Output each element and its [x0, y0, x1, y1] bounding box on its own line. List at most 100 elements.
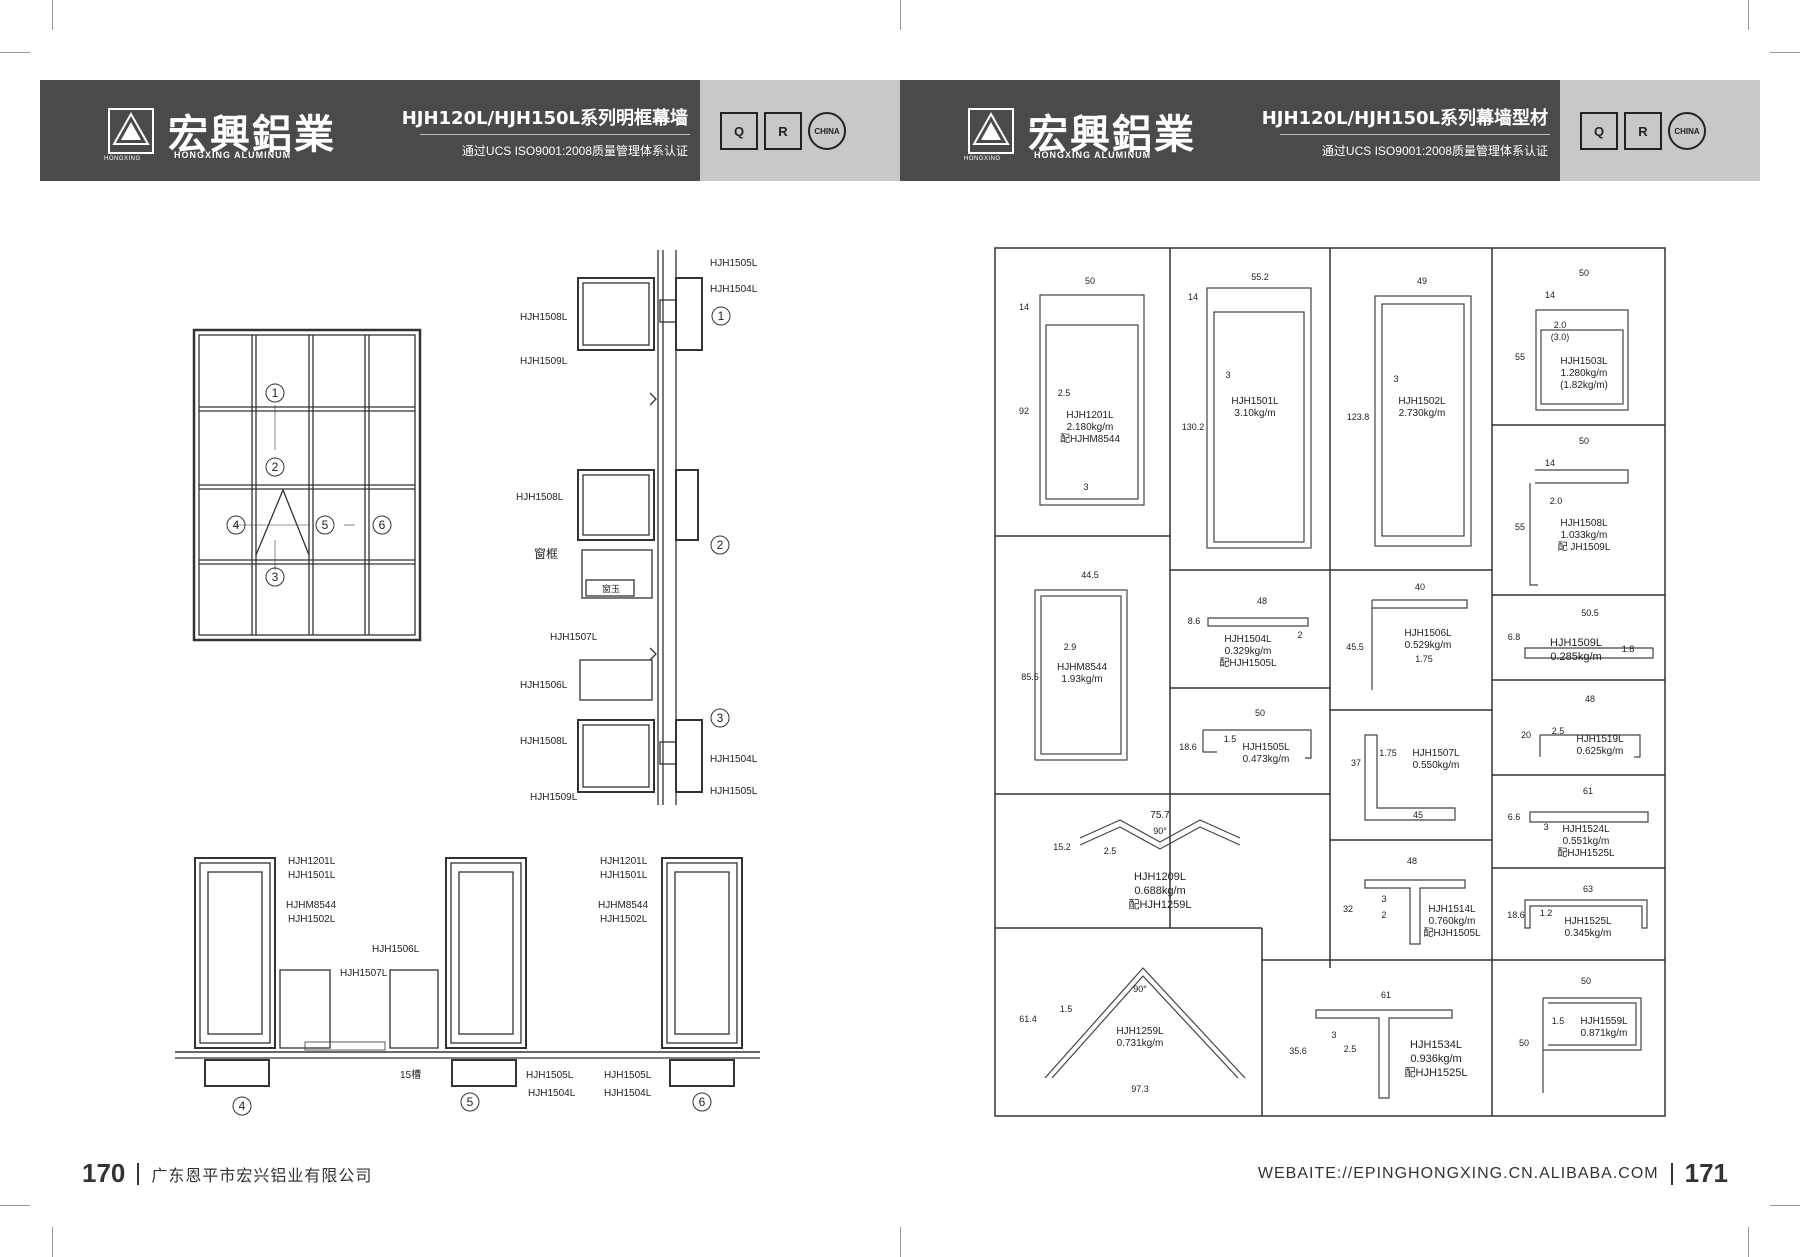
profile-dim: 1.2	[1540, 908, 1553, 918]
profile-dim: 50	[1581, 976, 1591, 986]
profile-dim: 6.6	[1508, 812, 1521, 822]
profile-dim: 20	[1521, 730, 1531, 740]
cert-icons: Q R CHINA	[1580, 112, 1706, 150]
profile-dim: 90°	[1153, 826, 1167, 836]
profile-note: 配HJH1525L	[1405, 1066, 1468, 1079]
profile-dim: 61	[1583, 786, 1593, 796]
right-footer: WEBAITE://EPINGHONGXING.CN.ALIBABA.COM 1…	[1258, 1158, 1728, 1189]
crop-mark	[0, 52, 30, 53]
brand-name-cn: 宏興鋁業	[168, 112, 336, 158]
profile-dim: 14	[1188, 292, 1198, 302]
profile-weight: 3.10kg/m	[1234, 408, 1275, 419]
elevation-marker: 6	[379, 518, 386, 532]
profile-dim: 50	[1255, 708, 1265, 718]
profile-weight: 2.730kg/m	[1399, 408, 1446, 419]
page-number: 170	[82, 1158, 126, 1188]
profile-dim: 61	[1381, 990, 1391, 1000]
crop-mark	[0, 1205, 30, 1206]
left-footer: 170 广东恩平市宏兴铝业有限公司	[82, 1158, 372, 1189]
china-cert-label: CHINA	[814, 126, 840, 136]
page-number: 171	[1684, 1158, 1728, 1188]
profile-code: HJH1201L	[1066, 410, 1114, 421]
profile-shapes	[1034, 287, 1654, 1099]
profile-weight: 0.625kg/m	[1577, 746, 1624, 757]
crop-mark	[900, 0, 901, 30]
part-label: HJH1505L	[604, 1070, 652, 1081]
profile-code: HJH1259L	[1116, 1026, 1164, 1037]
profile-dim: 35.6	[1289, 1046, 1307, 1056]
brand-emblem-icon	[968, 108, 1014, 154]
part-label: HJH1505L	[710, 258, 758, 269]
crop-mark	[1770, 1205, 1800, 1206]
crop-mark	[1748, 0, 1749, 30]
profile-note: 配HJH1505L	[1219, 657, 1277, 669]
header-band	[900, 80, 1560, 181]
crop-mark	[52, 0, 53, 30]
profile-weight: 0.329kg/m	[1225, 646, 1272, 657]
profile-weight: 0.731kg/m	[1117, 1038, 1164, 1049]
profile-note: 配HJH1525L	[1557, 847, 1615, 859]
profile-dim: 50	[1579, 268, 1589, 278]
profile-dim: 3	[1225, 370, 1230, 380]
profile-dim: 2	[1381, 910, 1386, 920]
profile-dim: 14	[1545, 290, 1555, 300]
elevation-marker: 1	[272, 386, 279, 400]
page-title: HJH120L/HJH150L系列幕墙型材	[1261, 108, 1548, 129]
profile-dim: 90°	[1133, 984, 1147, 994]
profile-code: HJH1509L	[1550, 637, 1602, 649]
profile-dim: 61.4	[1019, 1014, 1037, 1024]
profile-code: HJH1507L	[1412, 748, 1460, 759]
profile-code: HJH1505L	[1242, 742, 1290, 753]
profile-weight: 0.529kg/m	[1405, 640, 1452, 651]
profile-dim: 50	[1519, 1038, 1529, 1048]
profile-dim: 1.5	[1224, 734, 1237, 744]
plan-marker: 6	[699, 1095, 706, 1109]
profile-dim: 50	[1085, 276, 1095, 286]
part-label: HJH1508L	[520, 312, 568, 323]
part-label: HJH1201L	[600, 856, 648, 867]
profile-code: HJH1519L	[1576, 734, 1624, 745]
profile-dim: 3	[1393, 374, 1398, 384]
website-link[interactable]: WEBAITE://EPINGHONGXING.CN.ALIBABA.COM	[1257, 1164, 1659, 1182]
profile-dim: 2.5	[1058, 388, 1071, 398]
profile-weight: 1.93kg/m	[1061, 674, 1102, 685]
part-label: HJH1505L	[710, 786, 758, 797]
elevation-marker: 5	[322, 518, 329, 532]
part-label: HJH1504L	[710, 284, 758, 295]
part-label: HJH1504L	[710, 754, 758, 765]
profile-dim: (3.0)	[1551, 332, 1570, 342]
profile-dim: 48	[1257, 596, 1267, 606]
part-label: HJH1201L	[288, 856, 336, 867]
profile-dim: 2.5	[1552, 726, 1565, 736]
profile-code: HJHM8544	[1057, 662, 1107, 673]
brand-name-en: HONGXING ALUMINUM	[174, 150, 292, 160]
profile-dim: 49	[1417, 276, 1427, 286]
profile-weight: 0.550kg/m	[1413, 760, 1460, 771]
profile-code: HJH1524L	[1562, 824, 1610, 835]
profile-dim: 40	[1415, 582, 1425, 592]
emblem-text: HONGXING	[964, 156, 1001, 162]
part-label: HJH1501L	[288, 870, 336, 881]
profile-dim: 85.5	[1021, 672, 1039, 682]
profile-dim: 3	[1381, 894, 1386, 904]
profile-code: HJH1534L	[1410, 1039, 1462, 1051]
profile-weight: 1.033kg/m	[1561, 530, 1608, 541]
header-band	[40, 80, 700, 181]
china-cert-label: CHINA	[1674, 126, 1700, 136]
profile-note: 配HJH1259L	[1129, 898, 1192, 911]
section-marker: 2	[717, 538, 724, 552]
curtain-wall-elevation	[192, 328, 422, 642]
plan-marker: 5	[467, 1095, 474, 1109]
registered-cert-icon: R	[1624, 112, 1662, 150]
profile-dim: 45	[1413, 810, 1423, 820]
brand-name-cn: 宏興鋁業	[1028, 112, 1196, 158]
profile-code: HJH1508L	[1560, 518, 1608, 529]
registered-cert-icon: R	[764, 112, 802, 150]
profile-code: HJH1501L	[1231, 396, 1279, 407]
profile-dim: 97.3	[1131, 1084, 1149, 1094]
profile-code: HJH1503L	[1560, 356, 1608, 367]
footer-separator	[137, 1162, 140, 1185]
part-label: HJHM8544	[598, 900, 648, 911]
part-label: HJH1507L	[340, 968, 388, 979]
section-marker: 3	[717, 711, 724, 725]
